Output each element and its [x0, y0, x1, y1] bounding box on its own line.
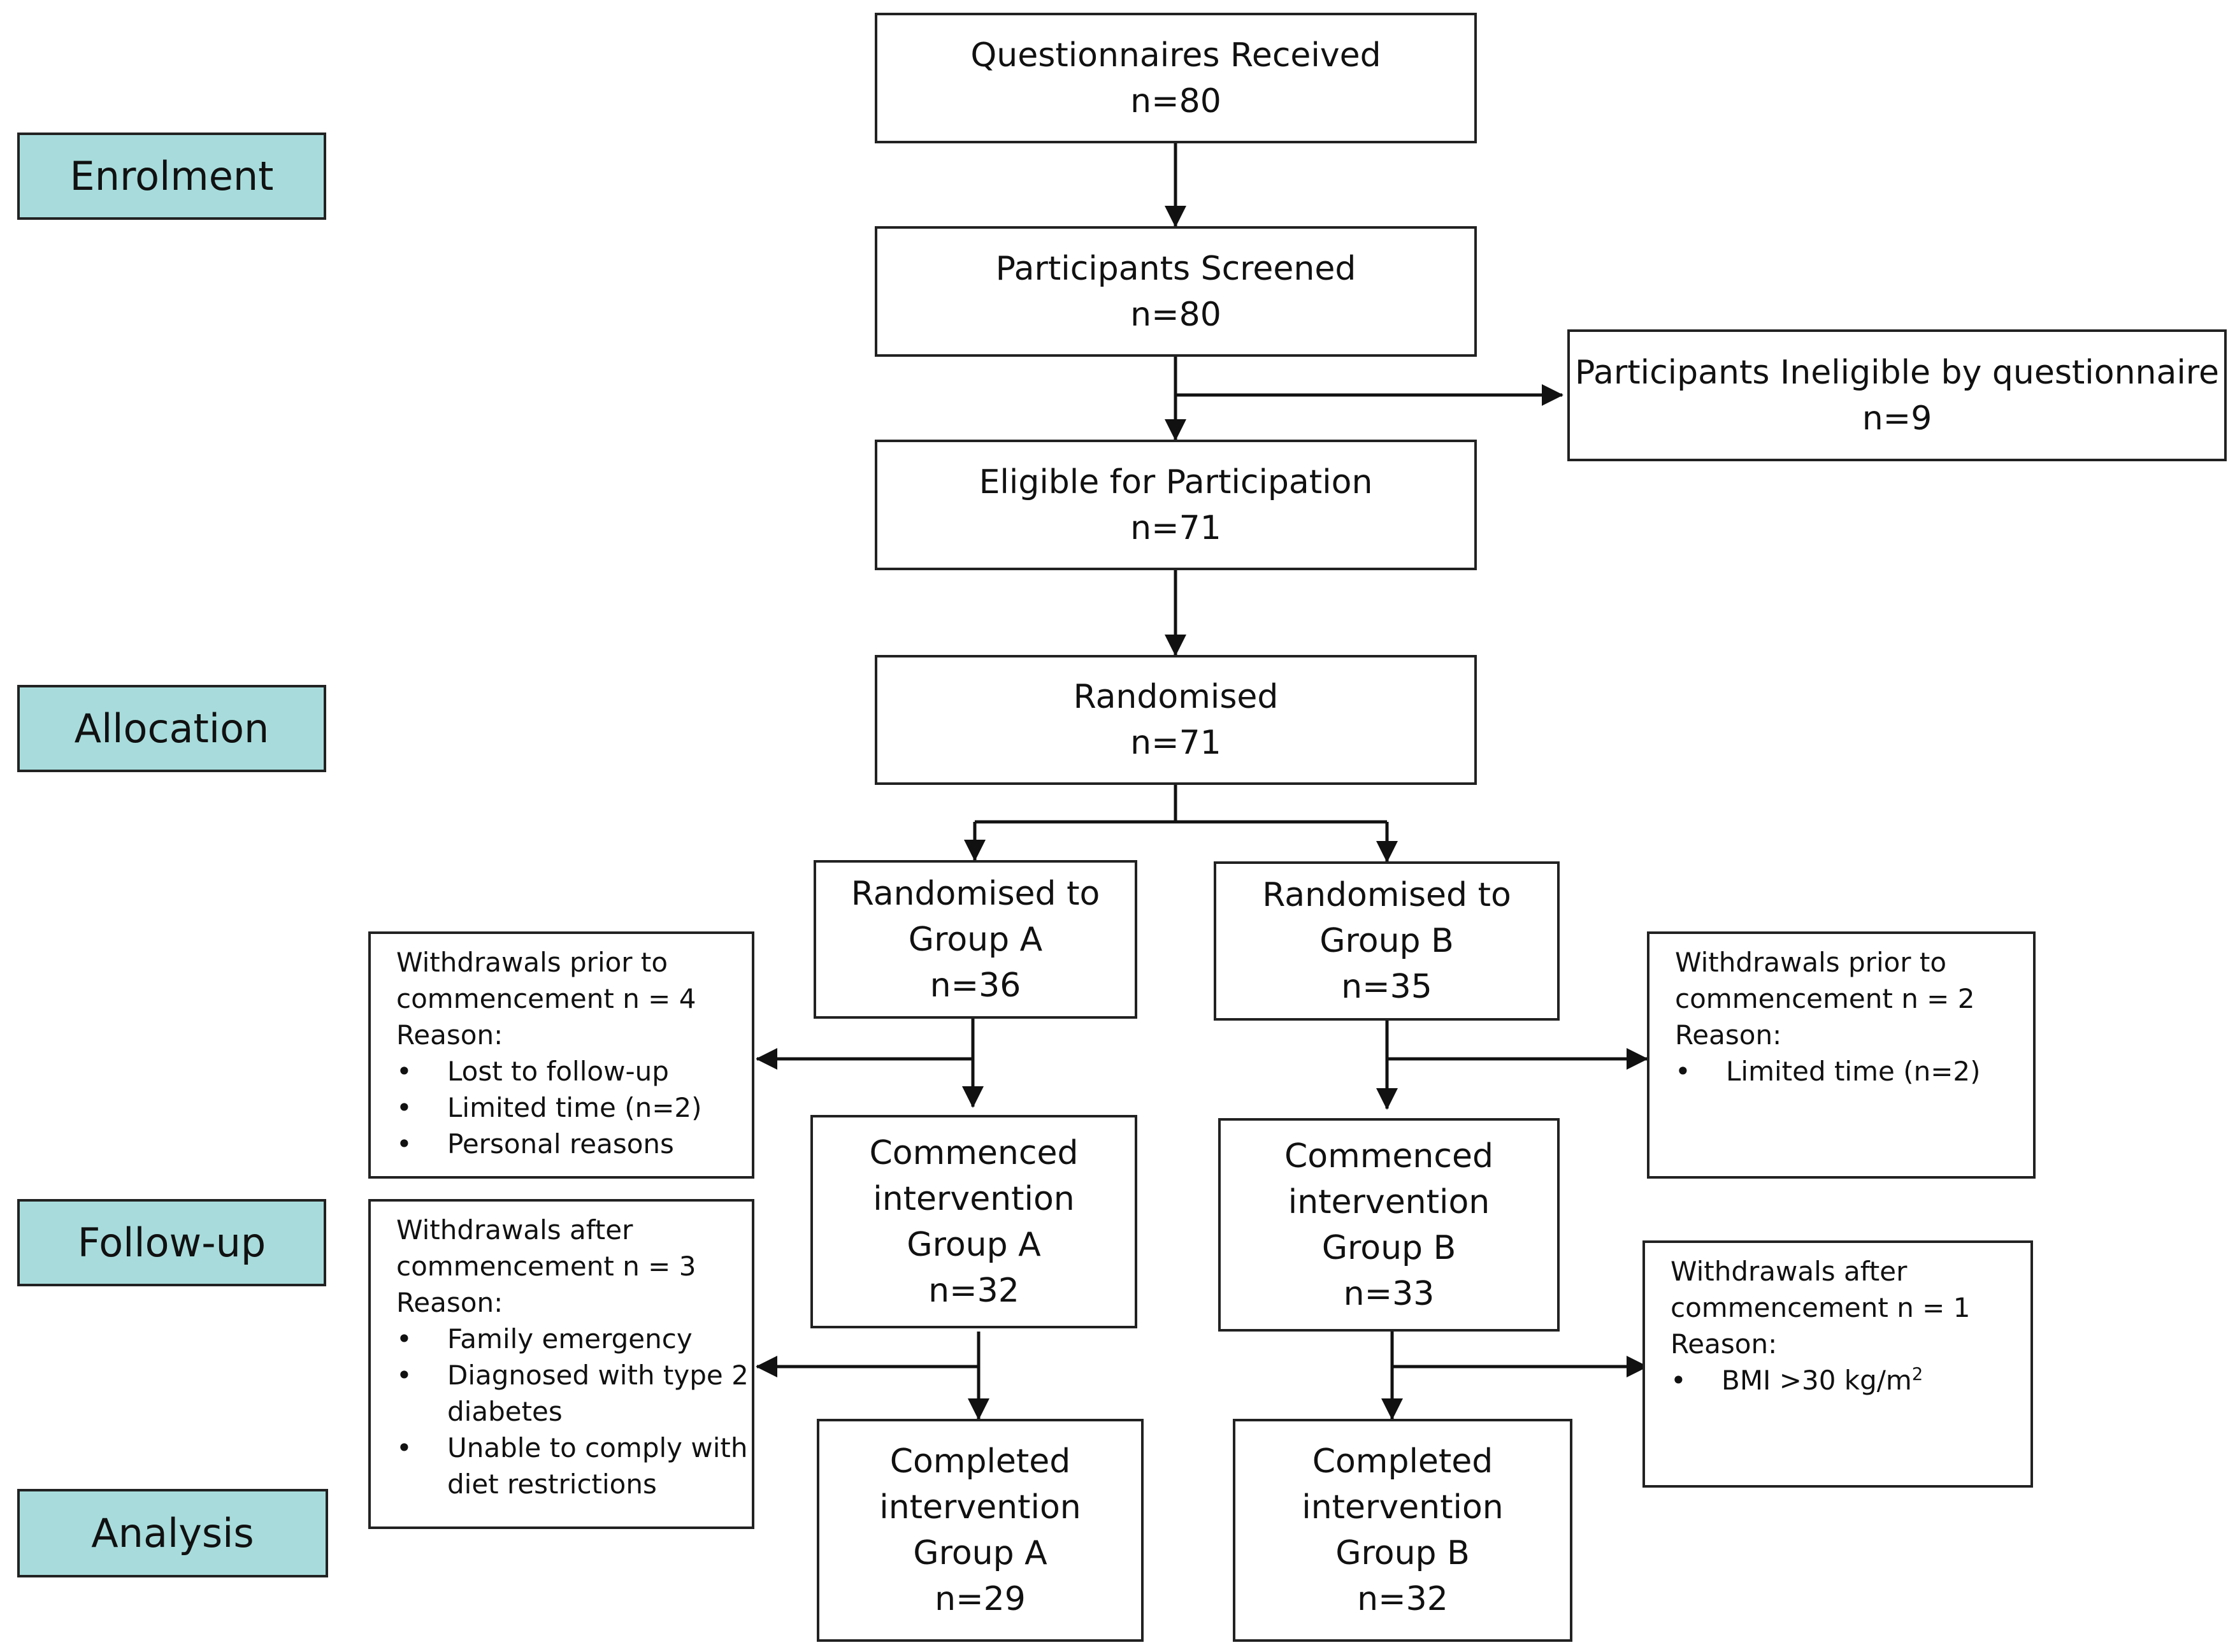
node-label: Participants Ineligible by questionnaire: [1574, 353, 2220, 392]
withdrawals-title-line1: Withdrawals after: [396, 1214, 633, 1246]
withdrawals-reason-label: Reason:: [396, 1019, 503, 1051]
node-label-line3: Group A: [913, 1534, 1047, 1572]
node-count: n=80: [1130, 82, 1221, 120]
node-eligible-for-participation: Eligible for Participation n=71: [875, 440, 1477, 570]
list-item-line1: Unable to comply with: [447, 1432, 748, 1463]
node-completed-group-b: Completed intervention Group B n=32: [1233, 1419, 1572, 1642]
withdrawals-reason-label: Reason:: [1671, 1328, 1778, 1360]
node-commenced-group-b: Commenced intervention Group B n=33: [1218, 1118, 1560, 1332]
node-label-line1: Completed: [889, 1442, 1071, 1481]
node-count: n=80: [1130, 295, 1221, 334]
list-item: Lost to follow-up: [396, 1053, 752, 1089]
withdrawals-reason-list: Family emergency Diagnosed with type 2 di…: [396, 1321, 752, 1502]
list-item: Unable to comply with diet restrictions: [396, 1430, 752, 1502]
withdrawals-after-group-a: Withdrawals after commencement n = 3 Rea…: [368, 1199, 754, 1529]
withdrawals-prior-group-b: Withdrawals prior to commencement n = 2 …: [1647, 931, 2036, 1179]
list-item-line2: diabetes: [447, 1396, 563, 1427]
node-label-line2: intervention: [1302, 1488, 1504, 1526]
stage-label-allocation: Allocation: [17, 685, 326, 772]
stage-label-enrolment: Enrolment: [17, 133, 326, 220]
node-label-line1: Commenced: [869, 1133, 1079, 1172]
list-item-line2: diet restrictions: [447, 1469, 657, 1500]
node-label: Participants Screened: [995, 249, 1356, 288]
withdrawals-title-line2: commencement n = 4: [396, 983, 696, 1014]
node-label-line2: Group B: [1319, 922, 1454, 960]
node-randomised: Randomised n=71: [875, 655, 1477, 785]
node-questionnaires-received: Questionnaires Received n=80: [875, 13, 1477, 143]
list-item: Diagnosed with type 2 diabetes: [396, 1357, 752, 1430]
withdrawals-reason-label: Reason:: [396, 1287, 503, 1318]
node-commenced-group-a: Commenced intervention Group A n=32: [810, 1115, 1137, 1328]
node-label: Eligible for Participation: [979, 463, 1373, 501]
node-label-line1: Commenced: [1284, 1137, 1493, 1175]
list-item-line1: Diagnosed with type 2: [447, 1360, 749, 1391]
withdrawals-reason-list: BMI >30 kg/m2: [1671, 1362, 2030, 1398]
withdrawals-after-group-b: Withdrawals after commencement n = 1 Rea…: [1642, 1240, 2033, 1488]
list-item: Personal reasons: [396, 1126, 752, 1162]
node-randomised-group-a: Randomised to Group A n=36: [814, 860, 1137, 1019]
withdrawals-reason-list: Lost to follow-up Limited time (n=2) Per…: [396, 1053, 752, 1162]
node-label: Randomised: [1073, 678, 1279, 716]
node-label-line1: Completed: [1312, 1442, 1493, 1481]
list-item: Limited time (n=2): [1675, 1053, 2033, 1089]
withdrawals-reason-list: Limited time (n=2): [1675, 1053, 2033, 1089]
node-count: n=32: [928, 1271, 1019, 1310]
withdrawals-title-line1: Withdrawals prior to: [396, 947, 668, 978]
node-count: n=36: [930, 966, 1021, 1005]
withdrawals-prior-group-a: Withdrawals prior to commencement n = 4 …: [368, 931, 754, 1179]
withdrawals-title-line2: commencement n = 1: [1671, 1292, 1971, 1323]
withdrawals-reason-label: Reason:: [1675, 1019, 1782, 1051]
node-count: n=9: [1862, 399, 1932, 438]
node-completed-group-a: Completed intervention Group A n=29: [817, 1419, 1144, 1642]
node-count: n=71: [1130, 508, 1221, 547]
node-label-line3: Group B: [1321, 1228, 1456, 1267]
node-label-line2: intervention: [873, 1179, 1075, 1218]
list-item: Family emergency: [396, 1321, 752, 1357]
stage-label-analysis: Analysis: [17, 1489, 328, 1577]
node-participants-screened: Participants Screened n=80: [875, 226, 1477, 357]
node-label-line1: Randomised to: [851, 874, 1100, 913]
withdrawals-title-line1: Withdrawals prior to: [1675, 947, 1947, 978]
list-item: BMI >30 kg/m2: [1671, 1362, 2030, 1398]
withdrawals-title-line1: Withdrawals after: [1671, 1256, 1908, 1287]
node-label-line2: intervention: [1288, 1182, 1490, 1221]
node-count: n=29: [935, 1580, 1026, 1618]
node-label-line3: Group A: [907, 1225, 1041, 1264]
bmi-superscript: 2: [1911, 1365, 1923, 1384]
node-label-line3: Group B: [1335, 1534, 1470, 1572]
node-label-line2: Group A: [908, 920, 1043, 959]
node-count: n=71: [1130, 724, 1221, 762]
withdrawals-title-line2: commencement n = 3: [396, 1251, 696, 1282]
node-count: n=33: [1343, 1274, 1435, 1313]
node-participants-ineligible: Participants Ineligible by questionnaire…: [1567, 329, 2227, 461]
bmi-text: BMI >30 kg/m: [1721, 1365, 1912, 1396]
node-label-line1: Randomised to: [1262, 876, 1511, 914]
node-randomised-group-b: Randomised to Group B n=35: [1214, 861, 1560, 1021]
node-count: n=35: [1341, 968, 1432, 1006]
withdrawals-title-line2: commencement n = 2: [1675, 983, 1975, 1014]
node-count: n=32: [1357, 1580, 1448, 1618]
stage-label-follow-up: Follow-up: [17, 1199, 326, 1286]
node-label: Questionnaires Received: [970, 36, 1381, 75]
list-item: Limited time (n=2): [396, 1089, 752, 1126]
node-label-line2: intervention: [879, 1488, 1081, 1526]
